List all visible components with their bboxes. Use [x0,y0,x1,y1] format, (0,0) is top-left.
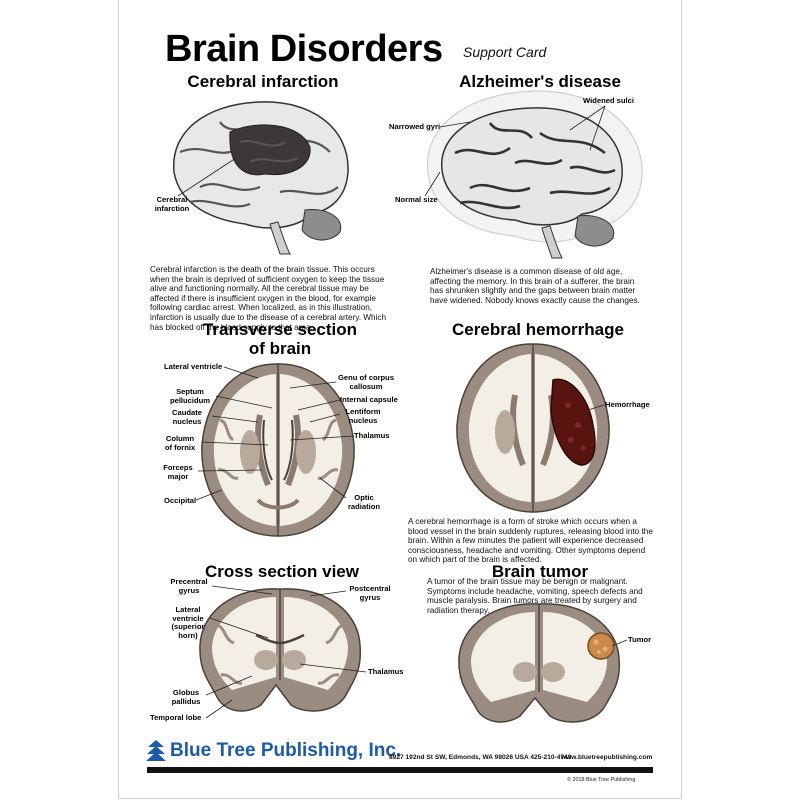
globus-pallidus-label: Globus pallidus [171,688,201,706]
publisher-website: www.bluetreepublishing.com [561,754,653,761]
widened-sulci-label: Widened sulci [583,96,634,105]
narrowed-gyri-label: Narrowed gyri [389,122,441,131]
occipital-label: Occipital [164,496,197,505]
alzheimers-description: Alzheimer's disease is a common disease … [430,267,640,305]
hemorrhage-section-illustration [456,343,610,513]
tumor-section-illustration [458,603,621,723]
transverse-heading-line2: of brain [248,339,312,358]
tumor-label: Tumor [628,635,652,644]
optic-radiation-label: Optic radiation [347,493,381,511]
page-title: Brain Disorders [165,28,443,70]
copyright-notice: © 2018 Blue Tree Publishing [567,777,636,783]
normal-size-label: Normal size [395,195,438,204]
publisher-address: 8927 192nd St SW, Edmonds, WA 98026 USA … [389,754,572,761]
infarction-heading: Cerebral infarction [187,72,339,91]
caudate-nucleus-label: Caudate nucleus [172,408,202,426]
hemorrhage-label: Hemorrhage [605,400,650,409]
cross-section-heading: Cross section view [204,562,359,581]
thalamus-cross-label: Thalamus [368,667,404,676]
lentiform-nucleus-label: Lentiform nucleus [345,407,381,425]
tumor-heading: Brain tumor [491,562,589,581]
alzheimers-heading: Alzheimer's disease [459,72,621,91]
tumor-description: A tumor of the brain tissue may be benig… [427,577,643,615]
cerebral-infarction-label: Cerebral infarction [154,195,190,213]
hemorrhage-description: A cerebral hemorrhage is a form of strok… [408,517,653,565]
hemorrhage-heading: Cerebral hemorrhage [452,320,624,339]
page-subtitle: Support Card [463,44,547,60]
septum-pellucidum-label: Septum pellucidum [169,387,211,405]
forceps-major-label: Forceps major [163,463,193,481]
lateral-ventricle-label: Lateral ventricle [164,362,223,371]
temporal-lobe-label: Temporal lobe [150,713,202,722]
infarction-brain-illustration [173,101,349,255]
lateral-ventricle-superior-horn-label: Lateral ventricle (superior horn) [171,605,205,640]
column-of-fornix-label: Column of fornix [164,434,196,452]
thalamus-transverse-label: Thalamus [354,431,390,440]
transverse-heading-line1: Transverse section [202,320,358,339]
publisher-name: Blue Tree Publishing, Inc. [170,740,402,761]
footer-bar [147,767,653,773]
infarction-description: Cerebral infarction is the death of the … [150,265,387,332]
postcentral-gyrus-label: Postcentral gyrus [349,584,391,602]
transverse-heading: Transverse section of brain [185,320,375,358]
precentral-gyrus-label: Precentral gyrus [170,577,208,595]
alzheimers-brain-illustration [426,90,643,259]
internal-capsule-label: Internal capsule [340,395,398,404]
cross-section-illustration [199,588,362,712]
genu-corpus-callosum-label: Genu of corpus callosum [337,373,395,391]
blue-tree-logo-icon [146,740,166,761]
